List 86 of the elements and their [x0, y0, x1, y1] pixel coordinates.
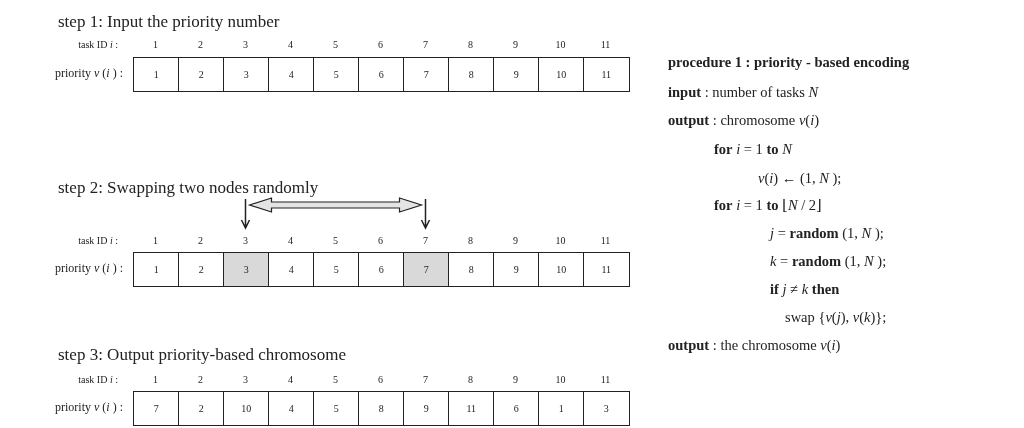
priority-cell: 1 [133, 57, 180, 92]
task-id-number: 5 [332, 235, 339, 246]
priority-cell: 3 [583, 391, 630, 426]
priority-cell: 4 [268, 57, 315, 92]
task-id-number: 4 [287, 39, 294, 50]
priority-cell: 2 [178, 57, 225, 92]
priority-cell: 9 [493, 57, 540, 92]
priority-cell: 3 [223, 252, 270, 287]
task-id-number: 6 [377, 39, 384, 50]
priority-cell: 2 [178, 252, 225, 287]
row-label: task ID i : [78, 374, 118, 385]
task-id-number: 5 [332, 374, 339, 385]
priority-cell: 4 [268, 391, 315, 426]
task-id-number: 9 [512, 374, 519, 385]
task-id-number: 3 [242, 39, 249, 50]
priority-cell: 1 [133, 252, 180, 287]
priority-cell: 8 [448, 57, 495, 92]
priority-cell: 9 [403, 391, 450, 426]
pseudocode-line: for i = 1 to ⌊N / 2⌋ [714, 197, 822, 214]
task-id-number: 2 [197, 39, 204, 50]
row-label: task ID i : [78, 39, 118, 50]
task-id-number: 8 [467, 39, 474, 50]
priority-cell: 7 [403, 252, 450, 287]
task-id-number: 6 [377, 235, 384, 246]
task-id-number: 7 [422, 235, 429, 246]
pseudocode-line: v(i) ← (1, N ); [758, 170, 842, 187]
pseudocode-line: j = random (1, N ); [770, 225, 884, 242]
priority-cell: 10 [223, 391, 270, 426]
priority-cell: 10 [538, 252, 585, 287]
task-id-number: 8 [467, 235, 474, 246]
priority-cell: 6 [358, 57, 405, 92]
task-id-number: 10 [554, 374, 567, 385]
task-id-number: 10 [554, 39, 567, 50]
priority-cell: 7 [133, 391, 180, 426]
step-heading: step 2: Swapping two nodes randomly [58, 178, 319, 198]
priority-cell: 8 [358, 391, 405, 426]
task-id-number: 7 [422, 374, 429, 385]
task-id-number: 1 [152, 374, 159, 385]
row-label: task ID i : [78, 235, 118, 246]
task-id-number: 8 [467, 374, 474, 385]
priority-cell: 4 [268, 252, 315, 287]
task-id-number: 2 [197, 235, 204, 246]
task-id-number: 11 [599, 374, 612, 385]
task-id-number: 2 [197, 374, 204, 385]
pseudocode-line: output : the chromosome v(i) [668, 337, 841, 354]
step-heading: step 3: Output priority-based chromosome [58, 345, 346, 365]
priority-cell: 11 [583, 252, 630, 287]
task-id-number: 11 [599, 39, 612, 50]
row-label: priority v (i ) : [55, 66, 123, 81]
pseudocode-line: output : chromosome v(i) [668, 112, 820, 129]
priority-cell: 11 [448, 391, 495, 426]
priority-cell: 11 [583, 57, 630, 92]
priority-cell: 6 [358, 252, 405, 287]
task-id-number: 3 [242, 374, 249, 385]
task-id-number: 1 [152, 39, 159, 50]
task-id-number: 4 [287, 235, 294, 246]
task-id-number: 4 [287, 374, 294, 385]
task-id-number: 10 [554, 235, 567, 246]
task-id-number: 11 [599, 235, 612, 246]
pseudocode-heading: procedure 1 : priority - based encoding [668, 54, 910, 71]
step-heading: step 1: Input the priority number [58, 12, 280, 32]
task-id-number: 9 [512, 39, 519, 50]
priority-cell: 3 [223, 57, 270, 92]
priority-cell: 5 [313, 391, 360, 426]
task-id-number: 3 [242, 235, 249, 246]
task-id-number: 7 [422, 39, 429, 50]
priority-cell: 10 [538, 57, 585, 92]
task-id-number: 1 [152, 235, 159, 246]
pseudocode-line: if j ≠ k then [770, 281, 840, 298]
priority-cell: 7 [403, 57, 450, 92]
priority-cell: 6 [493, 391, 540, 426]
priority-cell: 2 [178, 391, 225, 426]
priority-cell: 5 [313, 57, 360, 92]
pseudocode-line: swap {v(j), v(k)}; [785, 309, 887, 326]
pseudocode-line: k = random (1, N ); [770, 253, 887, 270]
row-label: priority v (i ) : [55, 261, 123, 276]
priority-cell: 1 [538, 391, 585, 426]
priority-cell: 5 [313, 252, 360, 287]
pseudocode-line: for i = 1 to N [714, 141, 792, 158]
priority-cell: 9 [493, 252, 540, 287]
task-id-number: 6 [377, 374, 384, 385]
priority-cell: 8 [448, 252, 495, 287]
task-id-number: 5 [332, 39, 339, 50]
row-label: priority v (i ) : [55, 400, 123, 415]
pseudocode-line: input : number of tasks N [668, 84, 819, 101]
task-id-number: 9 [512, 235, 519, 246]
